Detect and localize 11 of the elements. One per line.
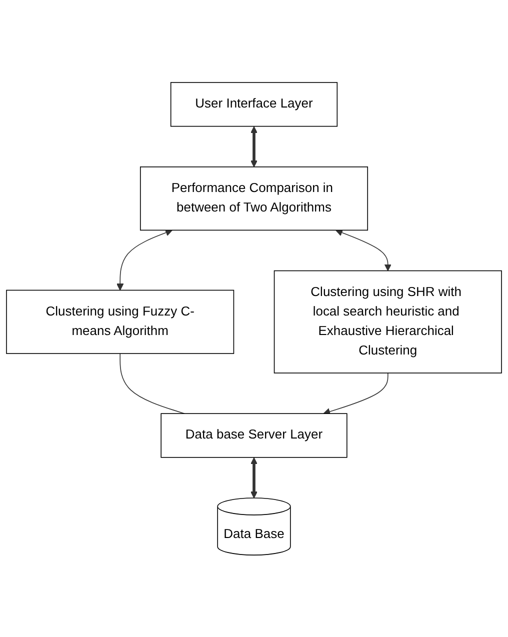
arrow [250, 457, 258, 498]
node-box: Data base Server Layer [160, 412, 348, 458]
arrow [250, 126, 258, 167]
node-box: Performance Comparison in between of Two Algorithms [140, 166, 368, 230]
arrow [116, 229, 172, 290]
connector [120, 352, 185, 414]
node-box: Clustering using Fuzzy C-means Algorithm [6, 290, 234, 354]
arrow [323, 372, 388, 415]
node-box: User Interface Layer [170, 82, 338, 126]
arrow [336, 229, 392, 271]
node-box: Clustering using SHR with local search heuristic and Exhaustive Hierarchical Clustering [274, 270, 502, 374]
